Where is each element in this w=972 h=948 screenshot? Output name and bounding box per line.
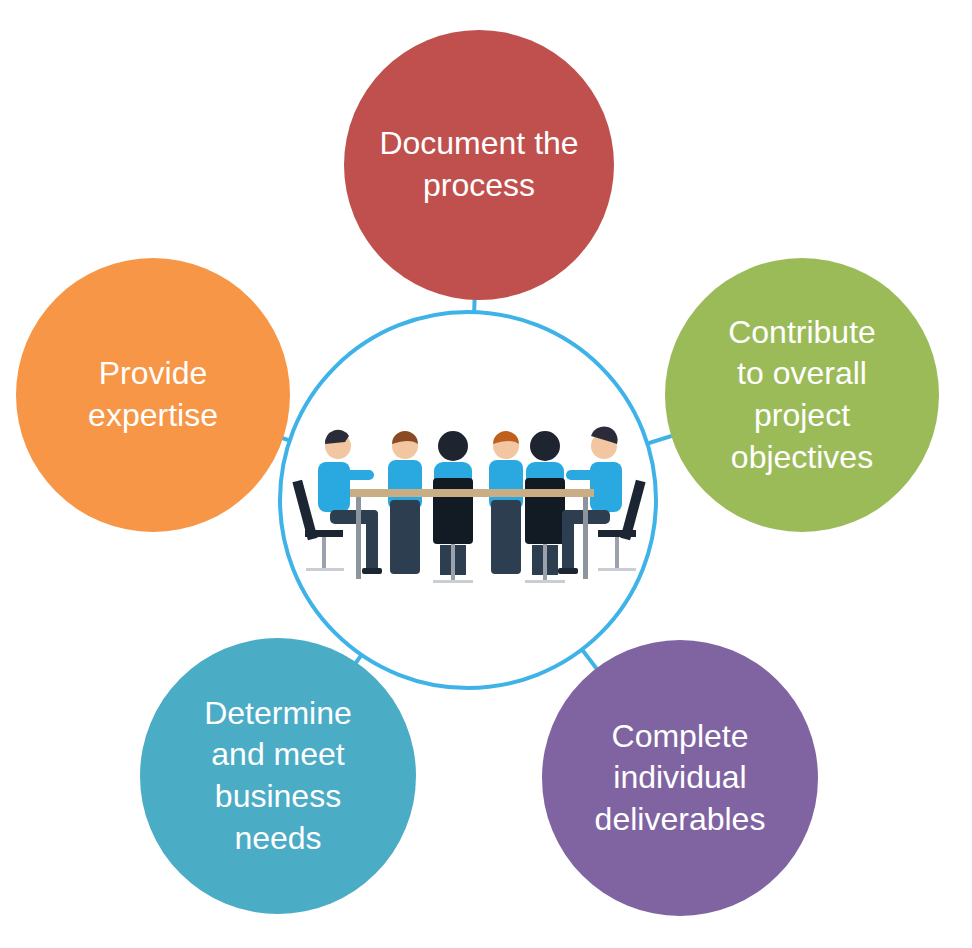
node-label: Determine and meet business needs (191, 693, 366, 859)
node-label: Provide expertise (63, 353, 243, 436)
meeting-people (292, 426, 645, 583)
circle-shape (665, 258, 939, 532)
node-label: Document the process (377, 123, 582, 206)
circle-node: Provide expertise (16, 258, 290, 532)
circle-shape (140, 638, 416, 914)
circle-shape (16, 258, 290, 532)
node-label: Contribute to overall project objectives (715, 312, 890, 478)
circle-node: Contribute to overall project objectives (665, 258, 939, 532)
circle-node: Determine and meet business needs (140, 638, 416, 914)
circle-node: Document the process (344, 30, 614, 300)
circle-node: Complete individual deliverables (542, 640, 818, 916)
center-circle (280, 312, 656, 688)
circle-shape (344, 30, 614, 300)
node-label: Complete individual deliverables (578, 716, 783, 841)
